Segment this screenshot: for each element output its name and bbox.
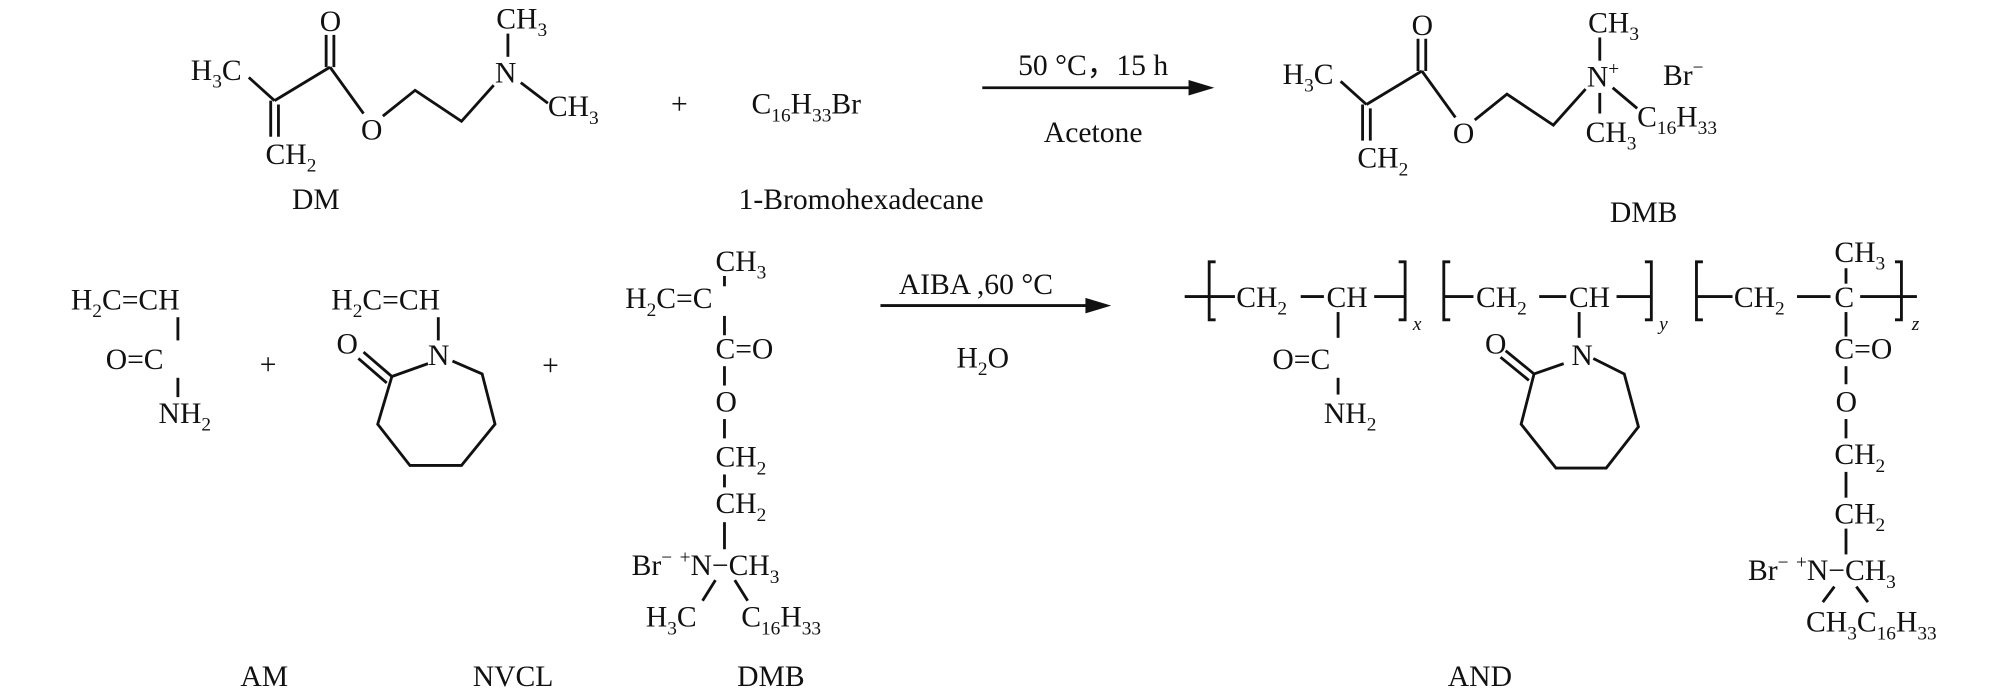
and-c-3: C <box>1834 282 1854 314</box>
dm-label: DM <box>292 184 340 216</box>
dmb-ch3-bottom: CH3 <box>1586 117 1637 155</box>
dmb-o-ester: O <box>1453 118 1474 150</box>
dm-molecule: O H3C O CH3 N CH3 CH2 DM <box>191 3 599 215</box>
am-nh2: NH2 <box>159 398 211 436</box>
nvcl-vinyl: H2C=CH <box>331 284 440 322</box>
dm-ch3-top: CH3 <box>496 3 547 41</box>
nvcl-label: NVCL <box>473 661 554 693</box>
caprolactam-ring <box>357 350 497 467</box>
bromohexadecane: C16H33Br 1-Bromohexadecane <box>739 89 984 216</box>
and-ch2a: CH2 <box>1834 439 1885 477</box>
dmb-h3c: H3C <box>1283 59 1334 97</box>
dm-o-top: O <box>320 6 341 38</box>
plus-sign-3: + <box>542 350 559 382</box>
conditions-above-1: 50 °C，15 h <box>1018 50 1168 82</box>
dmb-product: O H3C O CH3 N+ Br− CH3 C16H33 CH2 DMB <box>1283 7 1717 228</box>
and-polymer: CH2 CH x O=C NH2 CH2 CH y N O CH2 C CH3 … <box>1184 237 1937 693</box>
dmb2-c16h33: C16H33 <box>741 602 821 640</box>
dmb-label-top: DMB <box>1610 197 1678 229</box>
and-n: N <box>1571 340 1592 372</box>
and-ch2-3: CH2 <box>1734 282 1785 320</box>
dmb-label-bottom: DMB <box>737 661 805 693</box>
bromide-label: 1-Bromohexadecane <box>739 184 984 216</box>
dmb-bromide: Br− <box>1663 58 1704 93</box>
am-label: AM <box>240 661 288 693</box>
dm-n: N <box>495 58 516 90</box>
conditions-above-2: AIBA ,60 °C <box>899 269 1053 301</box>
and-ch2b: CH2 <box>1834 498 1885 536</box>
dmb-bonds <box>1339 37 1639 141</box>
and-carbonyl-3: C=O <box>1834 333 1892 365</box>
and-o-3: O <box>1836 386 1857 418</box>
dmb-ch3-top: CH3 <box>1588 7 1639 45</box>
dm-bonds <box>247 33 549 137</box>
plus-sign-1: + <box>671 89 688 121</box>
and-ch3-top: CH3 <box>1834 237 1885 275</box>
dm-h3c: H3C <box>191 55 242 93</box>
dmb2-o: O <box>715 386 736 418</box>
and-carbonyl-1: O=C <box>1272 344 1330 376</box>
dm-o-ester: O <box>361 114 382 146</box>
and-subscript-x: x <box>1412 314 1422 335</box>
am-carbonyl: O=C <box>106 344 164 376</box>
nvcl-o: O <box>336 328 357 360</box>
dmb-monomer: CH3 H2C=C C=O O CH2 CH2 Br− +N−CH3 H3C C… <box>625 246 821 693</box>
and-nh2: NH2 <box>1324 398 1376 436</box>
and-subscript-z: z <box>1911 314 1920 335</box>
and-caprolactam-ring <box>1499 349 1641 470</box>
and-ch-1: CH <box>1326 282 1367 314</box>
dmb2-vinyl: H2C=C <box>625 283 712 321</box>
dmb2-h3c: H3C <box>646 602 697 640</box>
nvcl-molecule: H2C=CH N O NVCL <box>331 284 553 692</box>
conditions-below-2: H2O <box>957 342 1009 380</box>
am-molecule: H2C=CH O=C NH2 AM <box>71 284 288 692</box>
and-tail: CH3C16H33 <box>1806 607 1937 645</box>
dmb2-ammonium: Br− +N−CH3 <box>632 547 780 587</box>
am-vinyl: H2C=CH <box>71 284 180 322</box>
polymer-backbone-bonds <box>1184 260 1917 322</box>
dmb2-ch2b: CH2 <box>715 488 766 526</box>
dmb-n-plus: N+ <box>1587 59 1619 94</box>
and-ch-2: CH <box>1569 282 1610 314</box>
reaction-arrow-1: 50 °C，15 h Acetone <box>982 50 1215 149</box>
and-label: AND <box>1448 661 1512 693</box>
dmb2-carbonyl: C=O <box>715 333 773 365</box>
dmb2-ch2a: CH2 <box>715 442 766 480</box>
and-subscript-y: y <box>1657 314 1668 335</box>
conditions-below-1: Acetone <box>1044 117 1143 149</box>
dmb2-ch3: CH3 <box>715 246 766 284</box>
dmb-c16h33: C16H33 <box>1637 101 1717 139</box>
reaction-arrow-2: AIBA ,60 °C H2O <box>880 269 1112 380</box>
nvcl-n: N <box>428 340 449 372</box>
bromide-formula: C16H33Br <box>752 89 862 127</box>
dm-ch2: CH2 <box>266 139 317 177</box>
and-o: O <box>1485 328 1506 360</box>
and-ammonium: Br− +N−CH3 <box>1748 553 1896 593</box>
plus-sign-2: + <box>260 349 277 381</box>
and-ch2-1: CH2 <box>1236 282 1287 320</box>
dm-ch3-right: CH3 <box>548 91 599 129</box>
and-ch2-2: CH2 <box>1476 282 1527 320</box>
dmb-ch2: CH2 <box>1357 143 1408 181</box>
dmb-o-top: O <box>1412 10 1433 42</box>
